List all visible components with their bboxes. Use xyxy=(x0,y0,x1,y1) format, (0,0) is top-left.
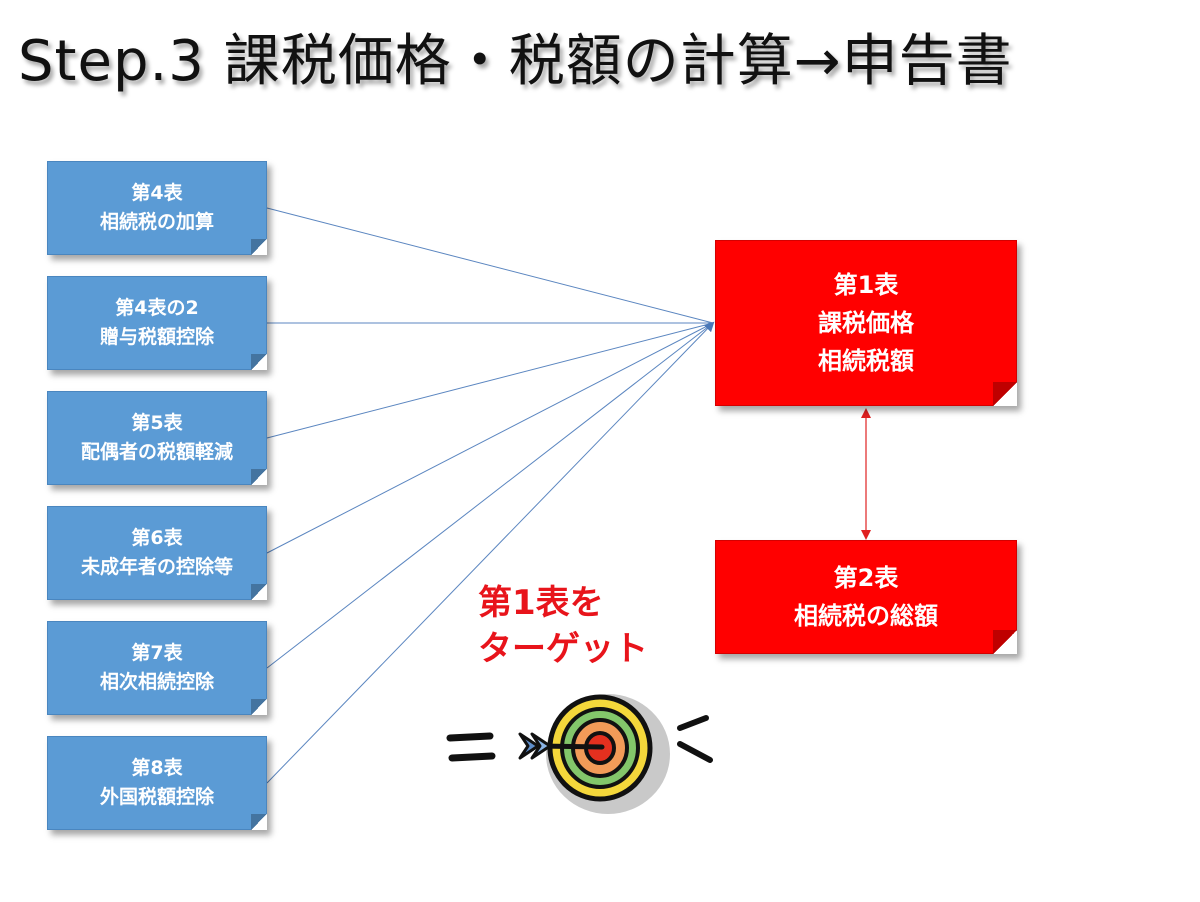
table-6-label: 未成年者の控除等 xyxy=(80,556,233,578)
table-2-number: 第2表 xyxy=(833,564,899,592)
folded-corner xyxy=(993,382,1017,406)
connector-line-table6 xyxy=(266,322,714,554)
folded-corner xyxy=(251,239,267,255)
table-4-2-number: 第4表の2 xyxy=(115,297,199,319)
table-8-label: 外国税額控除 xyxy=(99,786,214,808)
folded-corner xyxy=(251,699,267,715)
table-7-box: 第7表 相次相続控除 xyxy=(47,621,267,715)
table-5-label: 配偶者の税額軽減 xyxy=(80,441,233,463)
table-4-label: 相続税の加算 xyxy=(99,211,214,233)
target-callout-line2: ターゲット xyxy=(478,629,648,669)
table-1-number: 第1表 xyxy=(833,271,899,299)
table-2-box: 第2表 相続税の総額 xyxy=(715,540,1017,654)
folded-corner xyxy=(993,630,1017,654)
connector-line-table8 xyxy=(266,321,715,784)
table-4-box: 第4表 相続税の加算 xyxy=(47,161,267,255)
table-4-2-box: 第4表の2 贈与税額控除 xyxy=(47,276,267,370)
table-7-label: 相次相続控除 xyxy=(99,671,214,693)
table-5-number: 第5表 xyxy=(131,412,183,434)
folded-corner xyxy=(251,469,267,485)
folded-corner xyxy=(251,354,267,370)
folded-corner xyxy=(251,584,267,600)
bullseye-arrow-icon xyxy=(446,694,713,814)
connector-line-table4 xyxy=(266,207,714,324)
target-callout-line1: 第1表を xyxy=(478,583,604,623)
page-title: Step.3 課税価格・税額の計算→申告書 xyxy=(18,29,1013,94)
target-callout: 第1表を ターゲット xyxy=(478,580,658,672)
table-1-label-tax-amount: 相続税額 xyxy=(818,347,914,375)
connector-line-table5 xyxy=(266,322,714,439)
table-8-number: 第8表 xyxy=(131,757,183,779)
table-1-box: 第1表 課税価格 相続税額 xyxy=(715,240,1017,406)
table-1-label-taxable-value: 課税価格 xyxy=(818,309,914,337)
folded-corner xyxy=(251,814,267,830)
table-4-2-label: 贈与税額控除 xyxy=(99,326,214,348)
table-4-number: 第4表 xyxy=(131,182,183,204)
table-2-label: 相続税の総額 xyxy=(794,602,938,630)
table-5-box: 第5表 配偶者の税額軽減 xyxy=(47,391,267,485)
table-8-box: 第8表 外国税額控除 xyxy=(47,736,267,830)
table-6-number: 第6表 xyxy=(131,527,183,549)
table-7-number: 第7表 xyxy=(131,642,183,664)
connector-line-table7 xyxy=(266,322,714,669)
table-6-box: 第6表 未成年者の控除等 xyxy=(47,506,267,600)
